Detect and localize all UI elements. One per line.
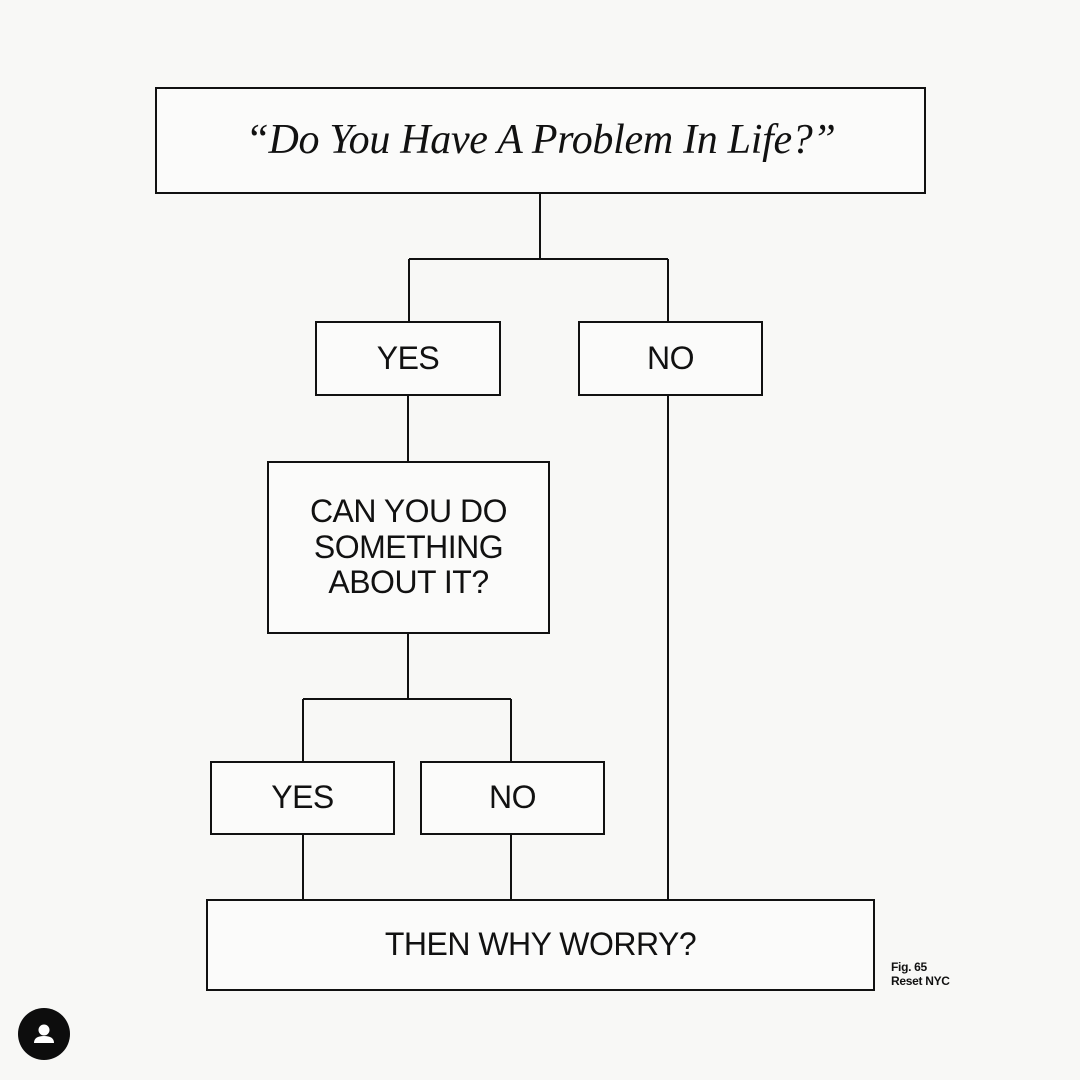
figure-number: Fig. 65 xyxy=(891,960,927,974)
answer-yes-text: YES xyxy=(376,339,440,376)
figure-caption: Fig. 65 Reset NYC xyxy=(891,960,950,988)
connector-followup-to-answers xyxy=(302,633,512,761)
connector-question-to-answers xyxy=(408,193,669,321)
followup-no-text: NO xyxy=(489,779,537,816)
person-icon xyxy=(34,1024,54,1043)
conclusion-box: THEN WHY WORRY? xyxy=(206,899,875,991)
followup-question-text: CAN YOU DO SOMETHING ABOUT IT? xyxy=(309,492,508,601)
answer-no-text: NO xyxy=(647,339,695,376)
followup-question-box: CAN YOU DO SOMETHING ABOUT IT? xyxy=(267,461,550,634)
answer-no-box: NO xyxy=(578,321,763,396)
followup-yes-box: YES xyxy=(210,761,395,835)
followup-no-box: NO xyxy=(420,761,605,835)
figure-source: Reset NYC xyxy=(891,974,950,988)
user-avatar-icon[interactable] xyxy=(18,1008,70,1060)
conclusion-text: THEN WHY WORRY? xyxy=(384,926,697,963)
question-box: “Do You Have A Problem In Life?” xyxy=(155,87,926,194)
followup-yes-text: YES xyxy=(271,779,334,816)
question-text: “Do You Have A Problem In Life?” xyxy=(245,116,836,163)
answer-yes-box: YES xyxy=(315,321,501,396)
connector-followup-answers-to-conclusion xyxy=(302,834,512,899)
